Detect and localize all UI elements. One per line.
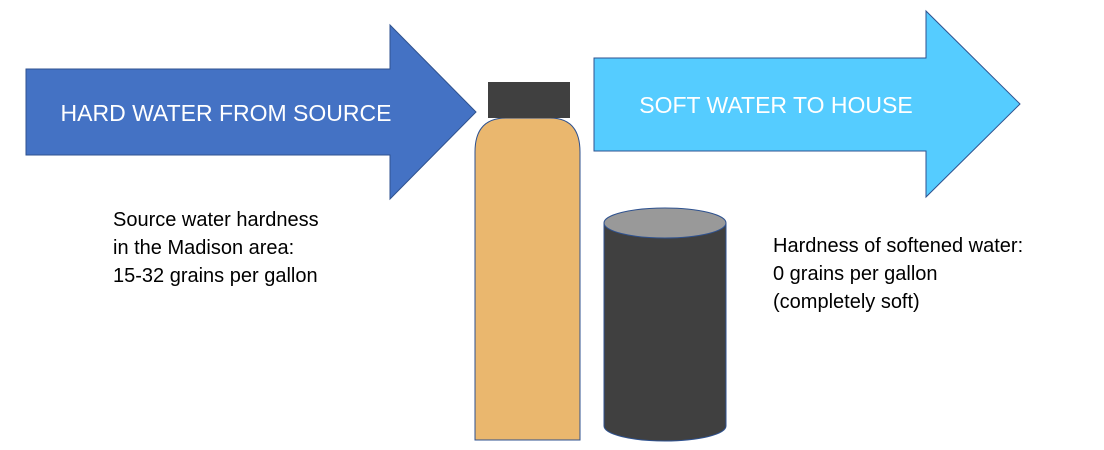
source-hardness-line-1: Source water hardness [113,209,319,231]
brine-tank [603,207,727,442]
resin-tank-body [474,117,581,441]
resin-tank [474,82,581,441]
resin-tank-cap [488,82,570,118]
softened-hardness-line-3: (completely soft) [773,291,920,313]
hard-water-arrow: HARD WATER FROM SOURCE [25,23,477,201]
softened-hardness-line-1: Hardness of softened water: [773,235,1024,257]
source-hardness-line-3: 15-32 grains per gallon [113,265,318,287]
soft-water-arrow: SOFT WATER TO HOUSE [593,9,1021,199]
source-hardness-line-2: in the Madison area: [113,237,295,259]
softened-hardness-line-2: 0 grains per gallon [773,263,938,285]
soft-water-arrow-label: SOFT WATER TO HOUSE [639,92,912,118]
hard-water-arrow-label: HARD WATER FROM SOURCE [61,100,392,126]
source-hardness-text: Source water hardness in the Madison are… [113,206,319,290]
softened-hardness-text: Hardness of softened water: 0 grains per… [773,232,1023,316]
brine-tank-top [603,207,727,239]
soft-water-arrow-shape [593,9,1021,199]
brine-tank-body [603,222,727,442]
hard-water-arrow-shape [25,23,477,201]
